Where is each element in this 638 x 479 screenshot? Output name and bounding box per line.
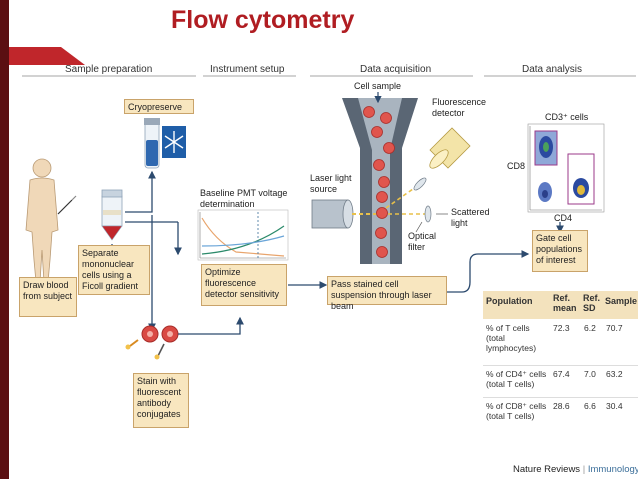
laser-source-icon (311, 199, 354, 229)
header-ref-mean: Ref. mean (553, 293, 577, 313)
red-wedge-decoration (9, 47, 85, 65)
journal-credit: Nature Reviews | Immunology (513, 464, 638, 475)
cell-ref-sd: 6.2 (584, 323, 596, 333)
human-figure-icon (25, 158, 59, 283)
ficoll-tube-icon (101, 189, 123, 241)
cell-population: % of CD8⁺ cells (total T cells) (486, 401, 547, 421)
cell-ref-sd: 7.0 (584, 369, 596, 379)
header-sample: Sample (605, 296, 638, 306)
lens-icon (413, 177, 432, 223)
section-instrument-setup: Instrument setup (210, 64, 285, 75)
table-header-row: Population Ref. mean Ref. SD Sample (483, 291, 638, 319)
table-row: % of CD4⁺ cells (total T cells) 67.4 7.0… (483, 367, 638, 398)
cell-sample: 30.4 (606, 401, 623, 411)
arrow-to-gate (446, 250, 530, 293)
step-optimize-detector: Optimize fluorescence detector sensitivi… (201, 264, 287, 306)
cd4-cd8-scatter-plot (527, 123, 605, 213)
cryovial-icon (144, 118, 160, 169)
table-row: % of T cells (total lymphocytes) 72.3 6.… (483, 321, 638, 366)
left-accent-bar (0, 0, 9, 479)
step-draw-blood: Draw blood from subject (19, 277, 77, 317)
fluorescence-detector-icon (429, 127, 471, 169)
step-stain: Stain with fluorescent antibody conjugat… (133, 373, 189, 428)
page-title: Flow cytometry (171, 6, 355, 34)
header-population: Population (486, 296, 533, 306)
section-data-analysis: Data analysis (522, 64, 583, 75)
section-data-acquisition: Data acquisition (360, 64, 432, 75)
snowflake-icon (162, 126, 186, 158)
sample-prep-arrows (98, 170, 182, 332)
step-baseline-pmt: Baseline PMT voltage determination (200, 188, 288, 209)
step-pass-cells: Pass stained cell suspension through las… (327, 276, 447, 311)
credit-separator: | (582, 464, 586, 475)
cell-sample: 63.2 (606, 369, 623, 379)
cell-sample: 70.7 (606, 323, 623, 333)
step-gate-cells: Gate cell populations of interest (532, 230, 588, 272)
label-cd3-cells: CD3⁺ cells (545, 112, 589, 122)
syringe-icon (57, 195, 77, 215)
label-optical-filter: Optical filter (408, 231, 437, 252)
label-cd8-axis: CD8 (507, 161, 526, 171)
label-cell-sample: Cell sample (354, 81, 402, 91)
cell-ref-mean: 28.6 (553, 401, 570, 411)
label-scattered-light: Scattered light (451, 207, 490, 228)
cells-in-stream (363, 106, 395, 258)
cell-ref-sd: 6.6 (584, 401, 596, 411)
table-row: % of CD8⁺ cells (total T cells) 28.6 6.6… (483, 399, 638, 429)
step-separate-cells: Separate mononuclear cells using a Ficol… (78, 245, 150, 295)
step-cryopreserve: Cryopreserve (124, 99, 194, 114)
cell-population: % of T cells (total lymphocytes) (486, 323, 537, 353)
arrow-to-optimize (178, 316, 244, 335)
header-ref-sd: Ref. SD (583, 293, 601, 313)
cell-ref-mean: 67.4 (553, 369, 570, 379)
label-laser-source: Laser light source (310, 173, 352, 194)
journal-section: Immunology (587, 464, 638, 475)
filter-pointer (415, 221, 423, 233)
cell-ref-mean: 72.3 (553, 323, 570, 333)
cell-population: % of CD4⁺ cells (total T cells) (486, 369, 547, 389)
label-cd4-axis: CD4 (554, 213, 573, 223)
section-sample-preparation: Sample preparation (65, 64, 153, 75)
pmt-voltage-plot (197, 209, 289, 261)
stained-cells-icon (125, 325, 179, 360)
journal-name: Nature Reviews (513, 464, 581, 475)
label-fluorescence-detector: Fluorescence detector (432, 97, 487, 118)
